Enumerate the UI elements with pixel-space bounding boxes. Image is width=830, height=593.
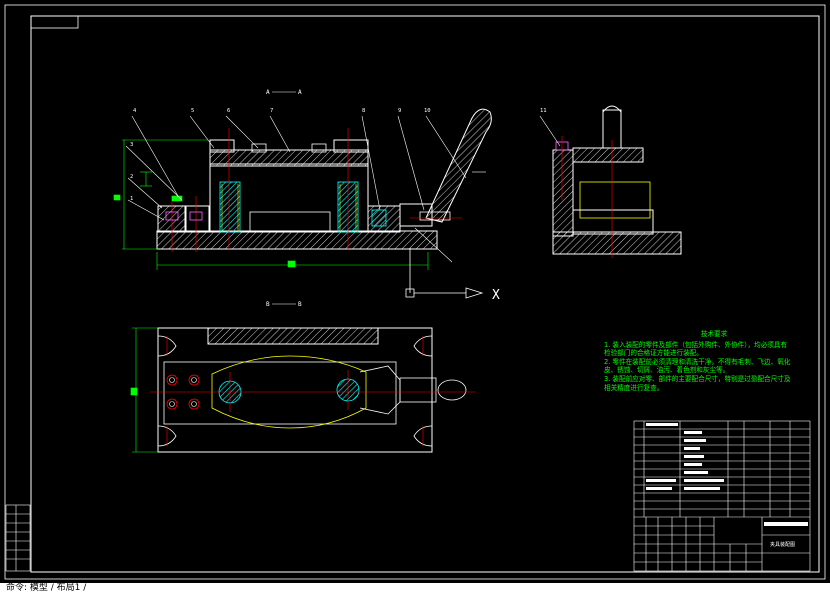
svg-text:A: A [266, 89, 270, 96]
svg-text:X: X [492, 288, 500, 303]
svg-text:8: 8 [362, 108, 365, 114]
top-view[interactable] [150, 327, 476, 453]
svg-text:7: 7 [270, 108, 273, 114]
svg-text:B: B [266, 301, 270, 308]
svg-text:6: 6 [227, 108, 230, 114]
parts-list-text-marks [646, 423, 808, 526]
side-view-leader-label: 11 [540, 108, 547, 114]
tech-line-6: 相关精度进行复查。 [604, 383, 664, 392]
tech-line-5: 3. 装配前应对零、部件的主要配合尺寸，特别是过盈配合尺寸及 [604, 374, 791, 383]
section-aa-marker: A A [266, 89, 302, 96]
ucs-icon: X [405, 248, 500, 303]
svg-text:A: A [298, 89, 302, 96]
svg-text:B: B [298, 301, 302, 308]
tech-line-4: 皮、锈蚀、切屑、油污、着色剂和灰尘等。 [604, 366, 730, 375]
technical-requirements: 技术要求 1. 装入装配的零件及部件（包括外购件、外协件），均必须具有 检验部门… [604, 330, 824, 392]
svg-text:1: 1 [130, 196, 133, 202]
front-view-dimensions [113, 139, 429, 270]
tech-line-3: 2. 零件在装配前必须清理和清洗干净，不得有毛刺、飞边、氧化 [604, 357, 791, 366]
svg-text:5: 5 [191, 108, 194, 114]
section-bb-marker: B B [266, 301, 302, 308]
svg-text:3: 3 [130, 142, 133, 148]
drawing-name: 夹具装配图 [770, 541, 795, 548]
top-view-dimensions [130, 327, 158, 453]
part-leader-labels: 4 5 6 7 8 9 10 3 2 1 [130, 108, 431, 202]
svg-text:10: 10 [424, 108, 431, 114]
command-line[interactable]: 命令: 模型 / 布局1 / [0, 583, 830, 593]
side-view[interactable] [539, 105, 682, 258]
tech-line-2: 检验部门的合格证方能进行装配。 [604, 349, 703, 358]
technical-requirements-title: 技术要求 [700, 330, 728, 338]
svg-text:2: 2 [130, 174, 133, 180]
tech-line-1: 1. 装入装配的零件及部件（包括外购件、外协件），均必须具有 [604, 340, 788, 349]
parts-list-table [633, 420, 811, 572]
svg-text:4: 4 [133, 108, 137, 114]
part-leaders [125, 115, 486, 263]
drawing-frame [4, 4, 826, 580]
svg-text:9: 9 [398, 108, 401, 114]
front-section-view[interactable] [156, 108, 492, 252]
side-border-table [5, 504, 31, 572]
